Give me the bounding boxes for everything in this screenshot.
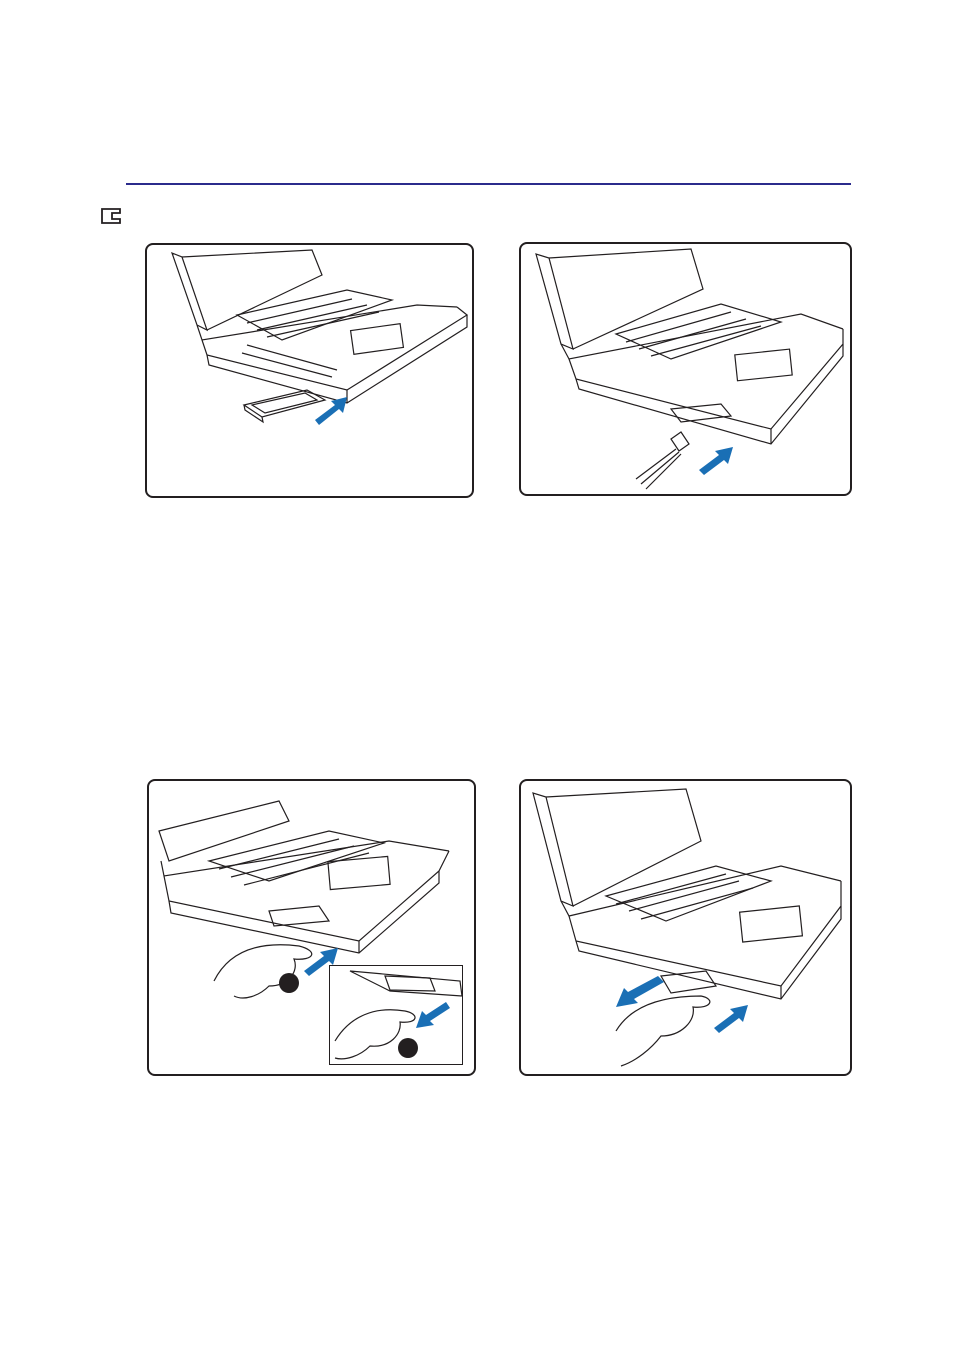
- pull-arrow-icon: [616, 976, 664, 1007]
- figure-connect-cable: [519, 242, 852, 496]
- insert-arrow-icon: [699, 447, 733, 475]
- press-arrow-icon: [714, 1005, 748, 1033]
- laptop-illustration: [521, 781, 852, 1076]
- laptop-illustration: [147, 245, 474, 498]
- figure-remove-pc-card: [519, 779, 852, 1076]
- eject-arrow-icon: [416, 1002, 450, 1028]
- header-rule: [126, 183, 851, 185]
- figure-press-eject-button: [147, 779, 476, 1076]
- inset-illustration: [330, 966, 463, 1065]
- step-1-marker: [279, 973, 299, 993]
- pc-card-slot-icon: [100, 207, 122, 225]
- figure-insert-pc-card: [145, 243, 474, 498]
- laptop-illustration: [521, 244, 852, 496]
- step-2-marker: [398, 1038, 418, 1058]
- inset-eject-detail: [329, 965, 463, 1065]
